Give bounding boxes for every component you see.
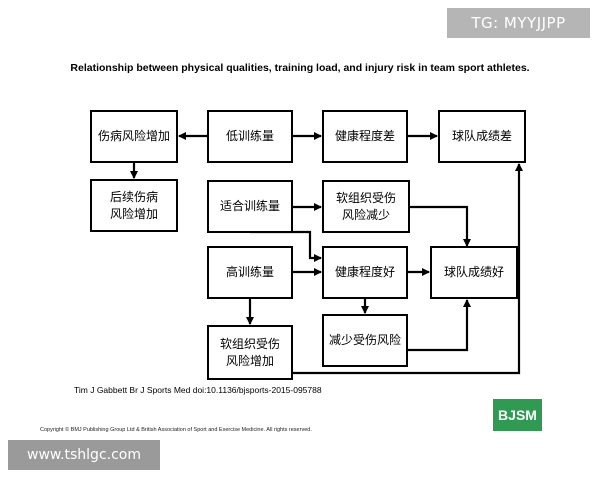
diagram-title: Relationship between physical qualities,…: [70, 62, 530, 74]
box-high-training: 高训练量: [207, 246, 293, 299]
box-poor-fitness: 健康程度差: [322, 110, 408, 163]
copyright-notice: Copyright © BMJ Publishing Group Ltd & B…: [40, 427, 312, 433]
arrow-soft-increase-to-team-poor: [292, 163, 523, 375]
box-soft-tissue-decrease: 软组织受伤 风险减少: [322, 180, 410, 233]
box-good-fitness: 健康程度好: [322, 246, 408, 299]
box-soft-tissue-increase: 软组织受伤 风险增加: [207, 325, 293, 380]
arrow-soft-decrease-to-team: [410, 205, 471, 247]
box-reduce-injury: 减少受伤风险: [322, 314, 408, 367]
website-watermark: www.tshlgc.com: [8, 440, 160, 470]
box-team-poor: 球队成绩差: [438, 110, 526, 163]
box-team-good: 球队成绩好: [430, 246, 518, 299]
arrow-reduce-to-team: [408, 299, 471, 352]
bjsm-logo: BJSM: [493, 399, 542, 431]
box-subsequent-injury: 后续伤病 风险增加: [90, 179, 178, 232]
channel-tag: TG: MYYJJPP: [447, 8, 590, 38]
box-low-training: 低训练量: [207, 110, 293, 163]
box-injury-risk-increase: 伤病风险增加: [90, 110, 178, 163]
citation: Tim J Gabbett Br J Sports Med doi:10.113…: [74, 385, 322, 395]
box-moderate-training: 适合训练量: [207, 180, 293, 233]
